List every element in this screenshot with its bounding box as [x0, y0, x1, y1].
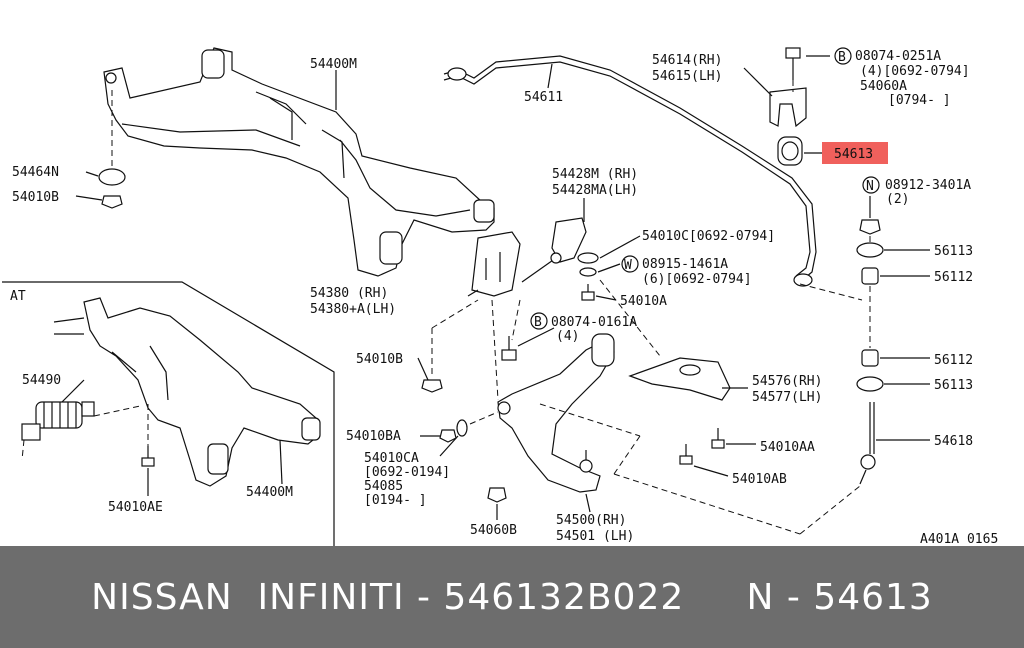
- circle-b-marker-top: B: [834, 47, 852, 65]
- circle-w-marker: W: [621, 255, 639, 273]
- label-54010aa: 54010AA: [760, 440, 815, 455]
- label-54380a: 54380+A(LH): [310, 302, 396, 317]
- label-54010ca-date: [0692-0194]: [364, 465, 450, 480]
- highlight-54613: [822, 142, 888, 164]
- bracket-54576: [628, 357, 731, 401]
- label-54010a: 54010A: [620, 294, 667, 309]
- nut-54060b: [487, 487, 507, 503]
- clamp-54614: [769, 87, 807, 128]
- svg-text:B: B: [838, 50, 846, 65]
- part-number-banner: NISSAN INFINITI - 546132B022 N - 54613: [0, 546, 1024, 648]
- nut-08912-3401a: [859, 219, 881, 235]
- label-54010ca: 54010CA: [364, 451, 419, 466]
- svg-text:W: W: [624, 258, 632, 273]
- stabilizer-bar-54611: [443, 55, 817, 283]
- label-54501: 54501 (LH): [556, 529, 634, 544]
- washer-54010c: [577, 252, 599, 264]
- label-54380: 54380 (RH): [310, 286, 388, 301]
- bolt-08074-0251a: [785, 47, 801, 92]
- label-08074-0161a: 08074-0161A: [551, 315, 637, 330]
- bushing-54464n: [98, 168, 126, 186]
- leader-lines: [61, 55, 930, 520]
- label-54611: 54611: [524, 90, 563, 105]
- label-08912-qty: (2): [886, 192, 909, 207]
- bushing-56112-bottom: [861, 349, 879, 367]
- label-08915-qty: (6)[0692-0794]: [642, 272, 752, 287]
- link-rod: [521, 257, 557, 283]
- link-54618: [859, 402, 876, 485]
- label-54577: 54577(LH): [752, 390, 822, 405]
- assembly-dashed-lines: [21, 279, 871, 535]
- diagram-reference-code: A401A 0165: [920, 532, 998, 546]
- label-54400m-bottom: 54400M: [246, 485, 293, 500]
- label-54614: 54614(RH): [652, 53, 722, 68]
- label-08912-3401a: 08912-3401A: [885, 178, 971, 193]
- label-54400m-top: 54400M: [310, 57, 357, 72]
- label-54010ab: 54010AB: [732, 472, 787, 487]
- label-54010ae: 54010AE: [108, 500, 163, 515]
- label-54500: 54500(RH): [556, 513, 626, 528]
- label-54060b: 54060B: [470, 523, 517, 538]
- bushing-56112-top: [861, 267, 879, 285]
- label-08915-1461a: 08915-1461A: [642, 257, 728, 272]
- nut-54010b-top: [101, 195, 123, 209]
- washer-56113-bottom: [856, 376, 884, 392]
- svg-text:B: B: [534, 315, 542, 330]
- bolt-54010ab: [679, 444, 693, 465]
- label-08074-0251a-qty: (4)[0692-0794]: [860, 64, 970, 79]
- circle-n-marker: N: [862, 176, 880, 194]
- label-54010ba: 54010BA: [346, 429, 401, 444]
- label-56113-top: 56113: [934, 244, 973, 259]
- label-08074-0251a: 08074-0251A: [855, 49, 941, 64]
- label-56112-top: 56112: [934, 270, 973, 285]
- bracket-54428m: [551, 217, 587, 263]
- label-08074-0161a-qty: (4): [556, 329, 579, 344]
- washer-54010ca: [456, 419, 468, 437]
- svg-text:N: N: [866, 179, 874, 194]
- label-54085: 54085: [364, 479, 403, 494]
- label-54060a: 54060A: [860, 79, 907, 94]
- bolt-54010ae: [141, 446, 155, 467]
- bolt-54010a: [581, 284, 595, 301]
- label-56112-bottom: 56112: [934, 353, 973, 368]
- label-54464n: 54464N: [12, 165, 59, 180]
- at-inset-border: [2, 281, 335, 546]
- nut-54010b-mid: [421, 379, 443, 393]
- bolt-54010aa: [711, 428, 725, 449]
- label-54613: 54613: [834, 147, 873, 162]
- label-54010b-top: 54010B: [12, 190, 59, 205]
- label-54428ma: 54428MA(LH): [552, 183, 638, 198]
- label-56113-bottom: 56113: [934, 378, 973, 393]
- label-54010c: 54010C[0692-0794]: [642, 229, 775, 244]
- bolt-08074-0161a: [501, 336, 517, 361]
- label-54490: 54490: [22, 373, 61, 388]
- banner-text: NISSAN INFINITI - 546132B022 N - 54613: [91, 576, 933, 618]
- suspension-member-main: [103, 47, 495, 277]
- lower-arm-54500: [497, 333, 615, 493]
- damper-54490: [21, 401, 95, 441]
- label-at: AT: [10, 289, 26, 304]
- label-54618: 54618: [934, 434, 973, 449]
- washer-56113-top: [856, 242, 884, 258]
- label-54010b-mid: 54010B: [356, 352, 403, 367]
- suspension-member-at: [53, 297, 321, 487]
- label-54060a-date: [0794- ]: [888, 93, 951, 108]
- label-54085-date: [0194- ]: [364, 493, 427, 508]
- bracket-54380: [471, 231, 521, 297]
- label-54615: 54615(LH): [652, 69, 722, 84]
- circle-b-marker-mid: B: [530, 312, 548, 330]
- label-54576: 54576(RH): [752, 374, 822, 389]
- parts-diagram: B N W B 54400M 54611 54614(RH) 54615(LH)…: [2, 47, 998, 546]
- label-54428m: 54428M (RH): [552, 167, 638, 182]
- washer-08915: [579, 267, 597, 277]
- nut-54010ba: [439, 429, 457, 443]
